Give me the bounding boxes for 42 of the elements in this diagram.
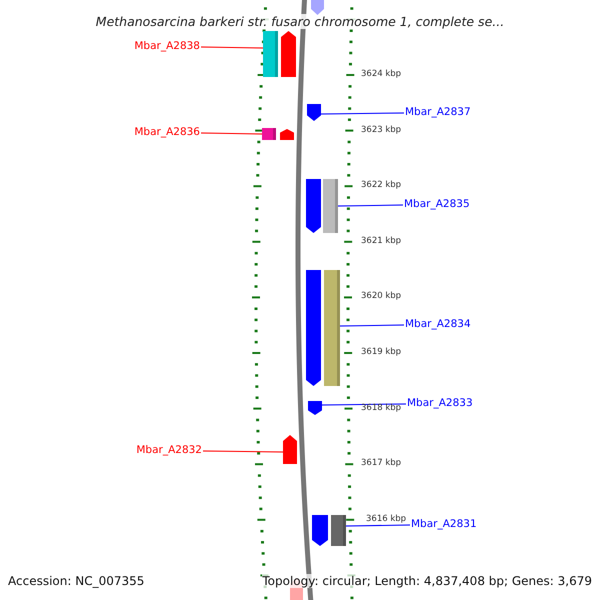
gene-label: Mbar_A2838 [128, 40, 200, 54]
gene-label: Mbar_A2831 [411, 518, 483, 532]
leader-line [340, 324, 404, 326]
scale-label: 3619 kbp [361, 347, 402, 358]
map-title: Methanosarcina barkeri str. fusaro chromosome 1, complete se... [96, 14, 504, 29]
scale-label: 3616 kbp [366, 514, 406, 525]
scale-label: 3622 kbp [361, 180, 402, 191]
leader-line [200, 46, 264, 48]
scale-label: 3623 kbp [361, 125, 402, 136]
scale-label: 3621 kbp [361, 236, 402, 247]
gene-feature-block [306, 179, 321, 233]
leader-line [202, 450, 284, 452]
gene-feature-block [312, 515, 328, 546]
leader-line [338, 204, 404, 206]
gene-feature-block [311, 0, 324, 15]
gene-bar [331, 515, 346, 546]
gene-label: Mbar_A2837 [405, 106, 477, 120]
scale-label: 3620 kbp [361, 291, 402, 302]
scale-label: 3617 kbp [361, 458, 402, 469]
leader-line [322, 404, 406, 406]
gene-feature-block [307, 104, 321, 121]
gene-feature-block [280, 129, 294, 140]
gene-feature-block [308, 401, 322, 415]
gene-bar [324, 270, 340, 386]
gene-feature-block [281, 31, 296, 77]
gene-label: Mbar_A2835 [404, 198, 476, 212]
leader-line [200, 132, 262, 134]
gene-bar [323, 179, 338, 233]
accession-text: Accession: NC_007355 [8, 574, 144, 588]
gene-bar [263, 31, 278, 77]
gene-label: Mbar_A2834 [405, 318, 477, 332]
gene-feature-block [283, 435, 297, 464]
scale-label: 3618 kbp [361, 403, 402, 414]
genome-info-text: Topology: circular; Length: 4,837,408 bp; Genes: 3,679 [262, 574, 592, 588]
scale-label: 3624 kbp [361, 69, 402, 80]
gene-bar [262, 128, 276, 140]
gene-label: Mbar_A2832 [130, 444, 202, 458]
gene-label: Mbar_A2836 [128, 126, 200, 140]
gene-feature-block [306, 270, 321, 386]
leader-line [346, 524, 410, 526]
leader-line [320, 112, 404, 114]
gene-label: Mbar_A2833 [407, 397, 479, 411]
